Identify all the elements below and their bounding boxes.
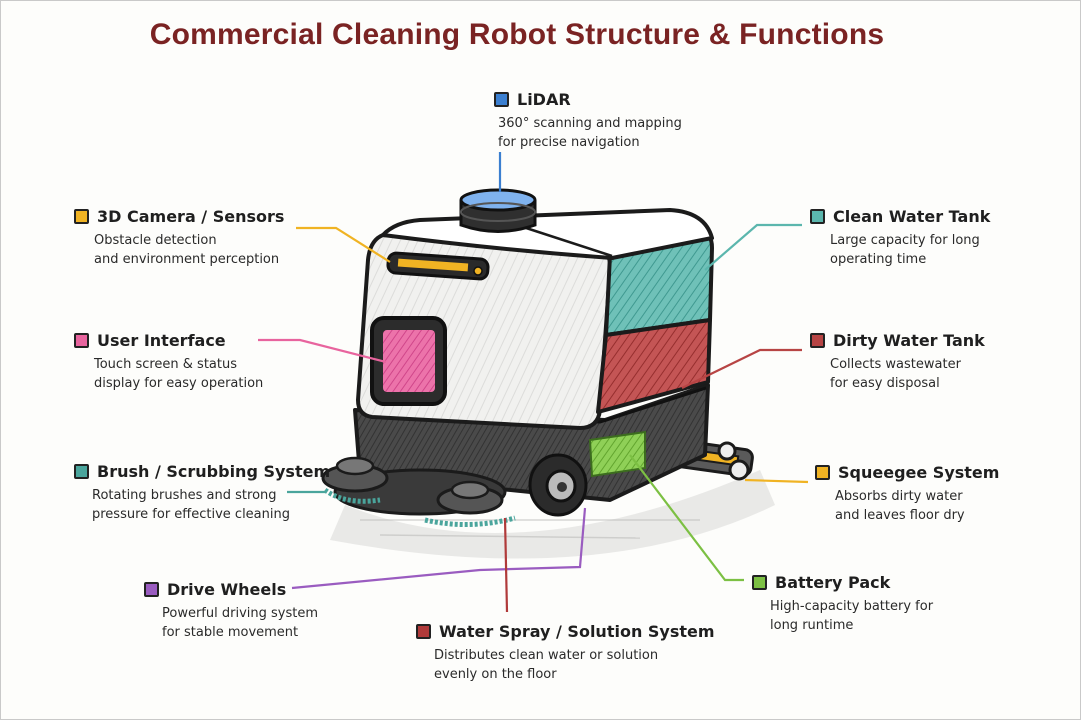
callout-camera: 3D Camera / Sensors Obstacle detection a… bbox=[74, 207, 284, 269]
lidar-swatch bbox=[494, 92, 509, 107]
dirty-tank-swatch bbox=[810, 333, 825, 348]
ui-swatch bbox=[74, 333, 89, 348]
callout-desc-line: for stable movement bbox=[162, 625, 299, 640]
callout-desc-line: Large capacity for long bbox=[830, 233, 980, 248]
touch-screen bbox=[370, 316, 447, 406]
callout-water-spray: Water Spray / Solution System Distribute… bbox=[416, 622, 715, 684]
callout-desc-line: for easy disposal bbox=[830, 376, 940, 391]
clean-tank-swatch bbox=[810, 209, 825, 224]
callout-drive-wheels: Drive Wheels Powerful driving system for… bbox=[144, 580, 318, 642]
callout-desc-line: Rotating brushes and strong bbox=[92, 488, 277, 503]
callout-desc-line: High-capacity battery for bbox=[770, 599, 934, 614]
camera-strip bbox=[386, 251, 490, 281]
drive-wheel bbox=[528, 453, 588, 517]
floor-shadow bbox=[330, 470, 775, 559]
callout-desc-line: and leaves floor dry bbox=[835, 508, 965, 523]
callout-user-interface: User Interface Touch screen & status dis… bbox=[74, 331, 263, 393]
callout-title: Dirty Water Tank bbox=[833, 331, 985, 350]
callout-desc-line: Absorbs dirty water bbox=[835, 489, 963, 504]
callout-desc-line: evenly on the floor bbox=[434, 667, 557, 682]
battery-swatch bbox=[752, 575, 767, 590]
callout-desc-line: and environment perception bbox=[94, 252, 280, 267]
callout-title: User Interface bbox=[97, 331, 226, 350]
page-title: Commercial Cleaning Robot Structure & Fu… bbox=[149, 18, 885, 51]
battery-panel bbox=[588, 430, 646, 478]
callout-title: Battery Pack bbox=[775, 573, 891, 592]
callout-desc-line: display for easy operation bbox=[94, 376, 264, 391]
callout-title: Squeegee System bbox=[838, 463, 1000, 482]
callout-title: Clean Water Tank bbox=[833, 207, 991, 226]
brush-swatch bbox=[74, 464, 89, 479]
callout-desc-line: long runtime bbox=[770, 618, 854, 633]
callout-lidar: LiDAR 360° scanning and mapping for prec… bbox=[494, 90, 682, 152]
callout-clean-water-tank: Clean Water Tank Large capacity for long… bbox=[810, 207, 990, 269]
camera-swatch bbox=[74, 209, 89, 224]
callout-title: Brush / Scrubbing System bbox=[97, 462, 331, 481]
callout-brush: Brush / Scrubbing System Rotating brushe… bbox=[74, 462, 330, 524]
callout-desc-line: pressure for effective cleaning bbox=[92, 507, 290, 522]
callout-desc-line: for precise navigation bbox=[498, 135, 640, 150]
callout-desc-line: operating time bbox=[830, 252, 927, 267]
spray-swatch bbox=[416, 624, 431, 639]
callout-title: Water Spray / Solution System bbox=[439, 622, 715, 641]
drive-swatch bbox=[144, 582, 159, 597]
callout-title: Drive Wheels bbox=[167, 580, 287, 599]
callout-dirty-water-tank: Dirty Water Tank Collects wastewater for… bbox=[810, 331, 985, 393]
callout-desc-line: Powerful driving system bbox=[162, 606, 318, 621]
callout-title: 3D Camera / Sensors bbox=[97, 207, 285, 226]
callout-desc-line: Distributes clean water or solution bbox=[434, 648, 659, 663]
callout-desc-line: Collects wastewater bbox=[830, 357, 961, 372]
lidar-unit bbox=[459, 188, 537, 233]
squeegee-swatch bbox=[815, 465, 830, 480]
callout-squeegee: Squeegee System Absorbs dirty water and … bbox=[815, 463, 999, 525]
leader-lines bbox=[258, 152, 809, 613]
callout-battery-pack: Battery Pack High-capacity battery for l… bbox=[752, 573, 933, 635]
callout-title: LiDAR bbox=[517, 90, 571, 109]
brush-deck bbox=[321, 456, 516, 527]
callout-desc-line: 360° scanning and mapping bbox=[498, 116, 682, 131]
callout-desc-line: Touch screen & status bbox=[94, 357, 238, 372]
callout-desc-line: Obstacle detection bbox=[94, 233, 217, 248]
